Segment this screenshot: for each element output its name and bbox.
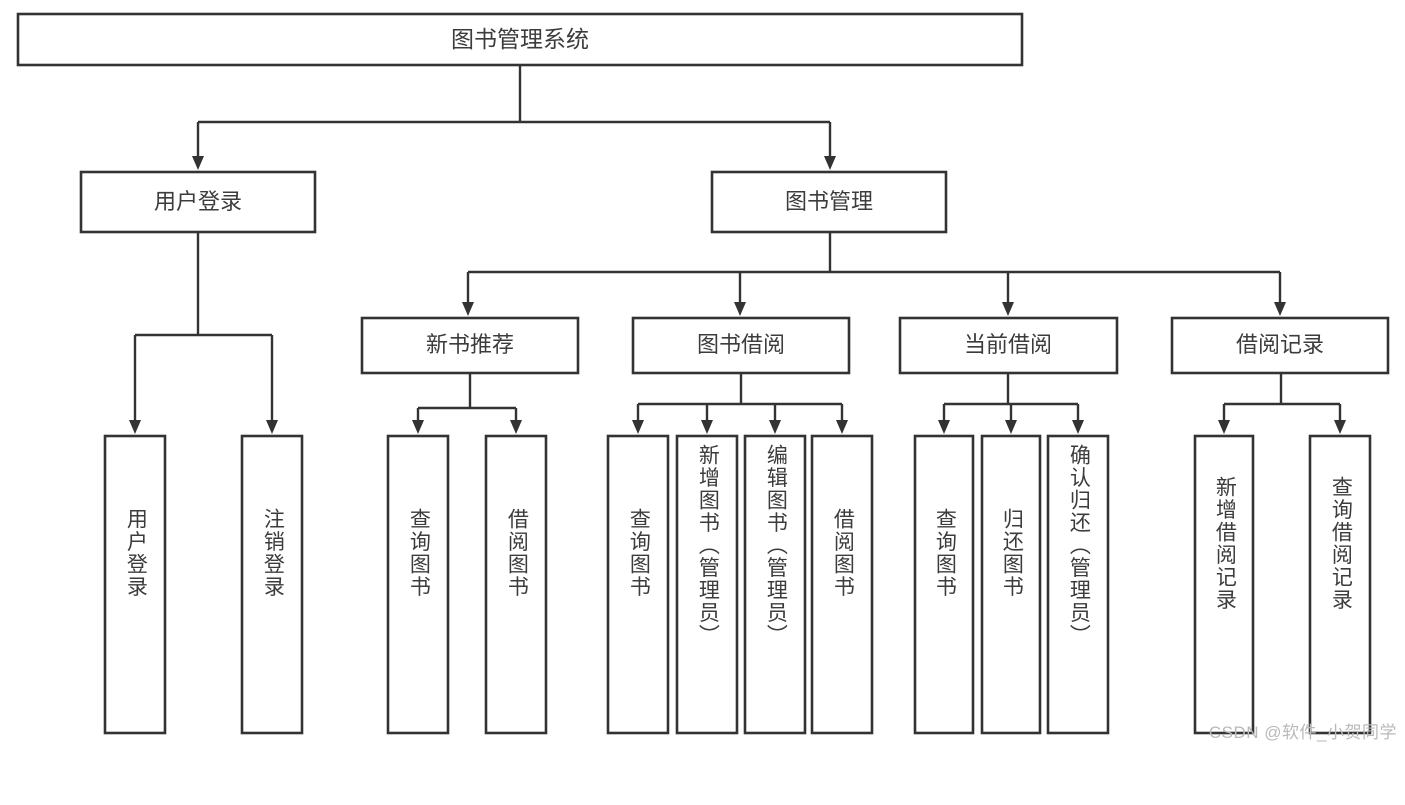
node-user-login-label: 用户登录 <box>154 189 242 214</box>
arrow-current-borrow-leaf1 <box>938 420 950 434</box>
node-new-book-recommend-box[interactable] <box>360 316 580 375</box>
arrow-to-borrow-record <box>1274 302 1286 316</box>
node-book-borrow-box[interactable] <box>631 316 851 375</box>
arrow-new-book-leaf1 <box>412 420 424 434</box>
leaf-box-query-book-rec[interactable] <box>386 434 450 735</box>
leaf-box-add-book-admin[interactable] <box>675 434 739 735</box>
arrow-to-user-login <box>192 156 204 170</box>
connectors-current-borrow-to-leaves <box>938 373 1084 434</box>
leaf-box-query-book-borrow[interactable] <box>606 434 670 735</box>
node-book-borrow[interactable]: 图书借阅 <box>631 316 851 375</box>
arrow-to-current-borrow <box>1002 302 1014 316</box>
node-book-management-label: 图书管理 <box>785 189 873 214</box>
node-user-login-box[interactable] <box>79 170 317 234</box>
node-root[interactable]: 图书管理系统 <box>16 12 1024 67</box>
leaf-box-confirm-return-admin[interactable] <box>1046 434 1110 735</box>
arrow-borrow-leaf1 <box>632 420 644 434</box>
node-borrow-record-box[interactable] <box>1170 316 1390 375</box>
leaf-box-add-borrow-record[interactable] <box>1193 434 1255 735</box>
node-book-borrow-label: 图书借阅 <box>697 332 785 357</box>
arrow-user-login-leaf1 <box>129 420 141 434</box>
node-borrow-record[interactable]: 借阅记录 <box>1170 316 1390 375</box>
arrow-borrow-leaf4 <box>836 420 848 434</box>
node-root-box[interactable] <box>16 12 1024 67</box>
csdn-watermark: CSDN @软件_小贺同学 <box>1208 723 1397 742</box>
node-current-borrow[interactable]: 当前借阅 <box>898 316 1119 375</box>
leaf-box-borrow-book[interactable] <box>810 434 874 735</box>
node-book-management[interactable]: 图书管理 <box>710 170 948 234</box>
arrow-to-book-mgmt <box>824 156 836 170</box>
arrow-borrow-leaf3 <box>769 420 781 434</box>
arrow-user-login-leaf2 <box>266 420 278 434</box>
node-new-book-recommend[interactable]: 新书推荐 <box>360 316 580 375</box>
node-user-login[interactable]: 用户登录 <box>79 170 317 234</box>
node-current-borrow-box[interactable] <box>898 316 1119 375</box>
connectors-user-login-to-leaves <box>129 232 278 434</box>
arrow-borrow-leaf2 <box>701 420 713 434</box>
node-new-book-recommend-label: 新书推荐 <box>426 332 514 357</box>
arrow-to-new-book <box>462 302 474 316</box>
leaf-box-query-borrow-record[interactable] <box>1308 434 1372 735</box>
node-borrow-record-label: 借阅记录 <box>1236 332 1324 357</box>
diagram-canvas: 图书管理系统 用户登录 图书管理 新书推荐 图书借阅 当前借阅 借阅记录 <box>16 12 1390 735</box>
arrow-new-book-leaf2 <box>510 420 522 434</box>
node-book-management-box[interactable] <box>710 170 948 234</box>
leaf-box-return-book[interactable] <box>980 434 1042 735</box>
arrow-current-borrow-leaf3 <box>1072 420 1084 434</box>
connectors-borrow-record-to-leaves <box>1218 373 1346 434</box>
leaf-box-borrow-book-rec[interactable] <box>484 434 548 735</box>
connectors-new-book-to-leaves <box>412 373 522 434</box>
leaf-box-user-login[interactable] <box>103 434 167 735</box>
connectors-book-mgmt-to-level3 <box>462 232 1286 316</box>
connectors-root-to-level2 <box>192 65 836 170</box>
hierarchy-diagram: 图书管理系统 用户登录 图书管理 新书推荐 图书借阅 当前借阅 借阅记录 <box>16 12 1397 742</box>
arrow-borrow-record-leaf2 <box>1334 420 1346 434</box>
node-current-borrow-label: 当前借阅 <box>964 332 1052 357</box>
connectors-borrow-to-leaves <box>632 373 848 434</box>
arrow-current-borrow-leaf2 <box>1005 420 1017 434</box>
node-root-label: 图书管理系统 <box>451 26 589 52</box>
leaf-box-query-book-current[interactable] <box>913 434 975 735</box>
leaf-box-edit-book-admin[interactable] <box>743 434 807 735</box>
arrow-borrow-record-leaf1 <box>1218 420 1230 434</box>
leaf-box-user-logout[interactable] <box>240 434 304 735</box>
arrow-to-borrow <box>734 302 746 316</box>
